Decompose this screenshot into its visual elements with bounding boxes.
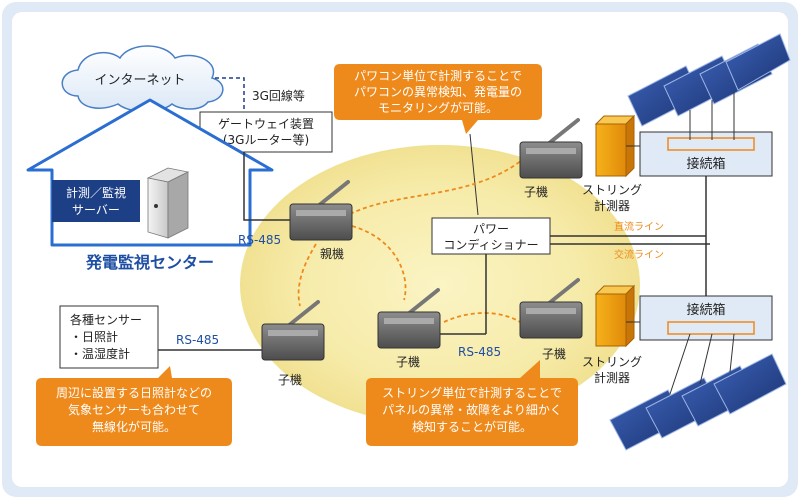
server-icon: [146, 167, 190, 239]
power-conditioner: パワー コンディショナー: [431, 217, 551, 255]
junction-box-top: 接続箱: [639, 131, 773, 177]
child-device-bottom: 子機: [519, 278, 583, 361]
center-label: 発電監視センター: [85, 253, 214, 272]
dc-line-label: 直流ライン: [614, 220, 664, 233]
server-line1: 計測／監視: [66, 185, 126, 200]
junction-box-bottom: 接続箱: [639, 295, 773, 341]
callout-left-line2: 気象センサーも合わせて: [68, 402, 200, 417]
callout-left: 周辺に設置する日照計などの 気象センサーも合わせて 無線化が可能。: [36, 366, 232, 446]
callout-top: パワコン単位で計測することで パワコンの異常検知、発電量の モニタリングが可能。: [334, 64, 542, 134]
internet-cloud: インターネット: [61, 45, 224, 113]
string-meter-bottom: ストリング 計測器: [582, 284, 642, 385]
child-device-top: 子機: [519, 118, 583, 199]
callout-top-line1: パワコン単位で計測することで: [354, 68, 522, 83]
callout-top-line2: パワコンの異常検知、発電量の: [354, 85, 522, 99]
string-meter-top-line2: 計測器: [594, 198, 630, 213]
string-meter-top-line1: ストリング: [582, 183, 642, 197]
gateway-line2: (3Gルーター等): [223, 133, 309, 147]
rs485-a: RS-485: [238, 233, 281, 247]
pcs-line2: コンディショナー: [443, 237, 538, 252]
solar-panels-bottom: [609, 333, 787, 451]
child-device-mid: 子機: [377, 288, 441, 369]
wireless-3g-link: [215, 77, 245, 112]
junction-top-label: 接続箱: [686, 156, 725, 172]
solar-panels-top: [627, 33, 791, 140]
gateway-box: ゲートウェイ装置 (3Gルーター等): [199, 111, 333, 153]
callout-bottom: ストリング単位で計測することで パネルの異常・故障をより細かく 検知することが可…: [366, 360, 578, 446]
sensor-title: 各種センサー: [70, 312, 142, 327]
child-left-label: 子機: [278, 372, 302, 387]
sensor-box: 各種センサー ・日照計 ・温湿度計: [59, 305, 159, 369]
rs485-c: RS-485: [458, 345, 501, 359]
internet-label: インターネット: [94, 73, 185, 88]
junction-bottom-label: 接続箱: [686, 302, 725, 318]
callout-bottom-line2: パネルの異常・故障をより細かく: [382, 402, 562, 417]
pcs-line1: パワー: [473, 222, 509, 236]
ac-line-label: 交流ライン: [614, 248, 664, 261]
callout-bottom-line1: ストリング単位で計測することで: [382, 385, 562, 400]
parent-device: 親機: [289, 180, 353, 261]
sensor-item2: ・温湿度計: [70, 346, 130, 361]
child-top-label: 子機: [524, 184, 548, 199]
string-meter-bottom-line1: ストリング: [582, 355, 642, 369]
gateway-parent-line: [243, 152, 290, 221]
line-3g-label: 3G回線等: [252, 88, 305, 103]
wireless-links: [297, 159, 523, 323]
child-mid-label: 子機: [396, 354, 420, 369]
server-label-box: 計測／監視 サーバー: [52, 180, 140, 222]
callout-top-line3: モニタリングが可能。: [378, 100, 498, 115]
sensor-item1: ・日照計: [70, 329, 118, 344]
string-meter-bottom-line2: 計測器: [594, 370, 630, 385]
child-bottom-label: 子機: [542, 346, 566, 361]
callout-bottom-line3: 検知することが可能。: [412, 419, 532, 434]
server-line2: サーバー: [72, 203, 120, 217]
callout-left-line1: 周辺に設置する日照計などの: [56, 385, 212, 400]
callout-top-pointer: [469, 133, 479, 216]
rs485-b: RS-485: [176, 333, 219, 347]
child-device-left: 子機: [261, 300, 325, 387]
callout-left-line3: 無線化が可能。: [92, 419, 176, 434]
parent-device-label: 親機: [320, 246, 344, 261]
gateway-line1: ゲートウェイ装置: [218, 117, 314, 131]
